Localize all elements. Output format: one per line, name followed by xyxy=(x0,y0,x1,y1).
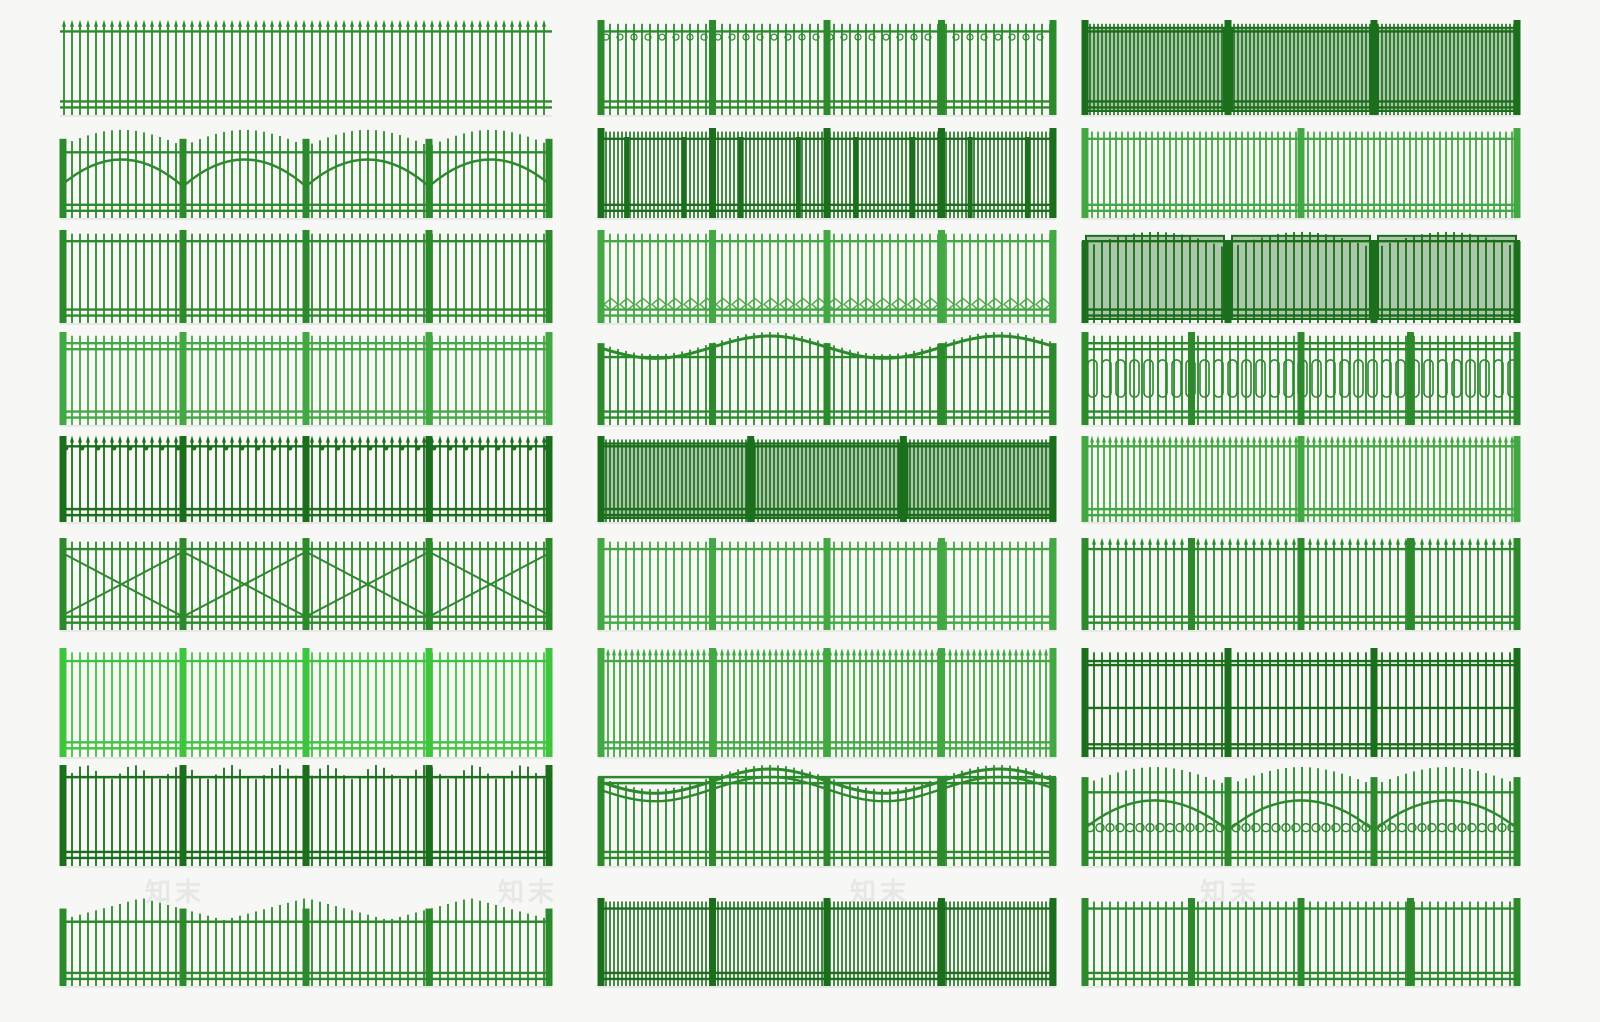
fence-arch-top-panels xyxy=(59,129,553,220)
fence-double-rail-balustrade xyxy=(59,332,553,427)
fence-ornamental-top-band xyxy=(597,20,1057,117)
fence-arch-with-rings xyxy=(1081,767,1521,868)
fence-wave-double-rail xyxy=(597,765,1057,868)
fence-fleur-de-lis-finials xyxy=(59,435,553,524)
fence-flat-picket-bright xyxy=(59,648,553,759)
fence-peaked-pickets xyxy=(59,898,553,988)
fence-wave-top-rail xyxy=(597,332,1057,427)
fence-short-picket-rails xyxy=(1081,898,1521,988)
fence-posts-with-finials xyxy=(1081,537,1521,632)
fence-dense-solid-panels xyxy=(1081,20,1521,117)
fence-heavy-rail-panels xyxy=(1081,648,1521,759)
fence-scalloped-solid xyxy=(1081,231,1521,325)
fence-flat-picket-posts xyxy=(59,230,553,325)
fence-irregular-pickets xyxy=(59,765,553,868)
fence-diamond-base-band xyxy=(597,230,1057,325)
fence-cross-brace-x xyxy=(59,538,553,632)
fence-spear-railing xyxy=(60,19,552,117)
fence-dense-rail-panel xyxy=(597,898,1057,988)
fence-dense-with-short-posts xyxy=(597,128,1057,220)
fence-finial-light-panels xyxy=(1081,435,1521,524)
fence-spear-railing-light xyxy=(597,648,1057,759)
fence-loop-balustrade xyxy=(1081,332,1521,427)
fence-flat-picket-posts xyxy=(597,538,1057,632)
fence-light-picket-panels xyxy=(1081,128,1521,220)
fence-boxed-dense-panels xyxy=(597,436,1057,524)
